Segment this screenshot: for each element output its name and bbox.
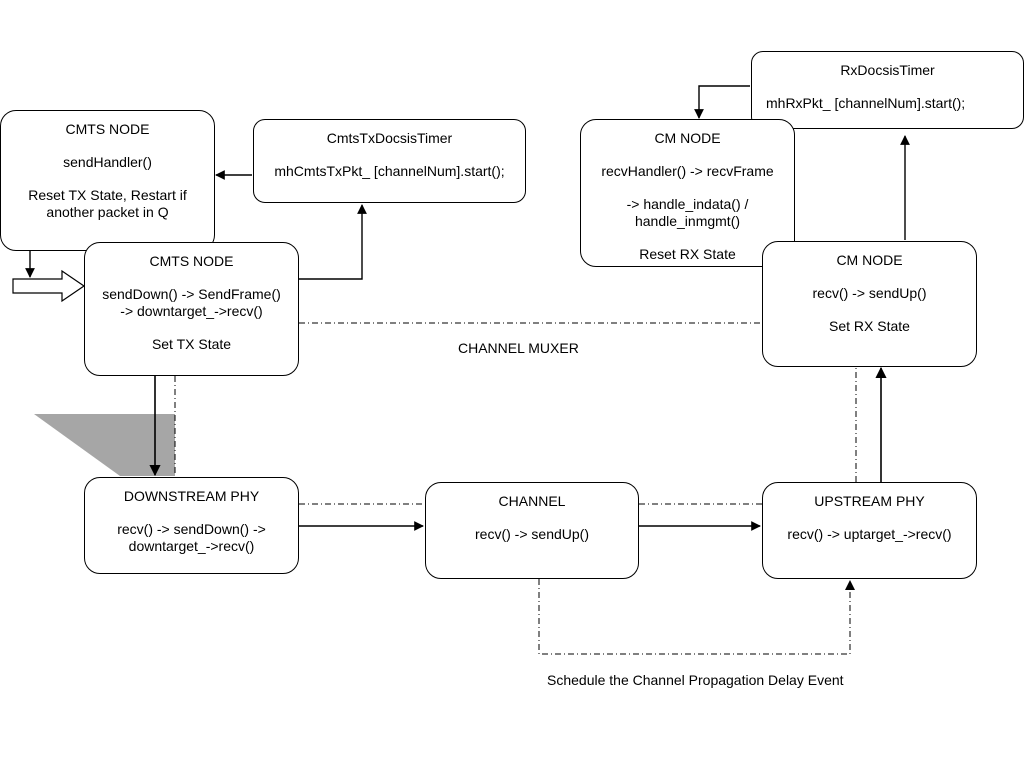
cm-node-main-line2: Set RX State [829,318,910,334]
cmts-node-main-line3: Set TX State [151,336,232,352]
shaded-wedge [34,414,175,476]
propagation-event-label: Schedule the Channel Propagation Delay E… [547,672,844,688]
cm-node-handler-line4: Reset RX State [639,246,736,262]
cmts-tx-timer-title: CmtsTxDocsisTimer [326,130,453,146]
propagation-arrowhead [845,580,855,590]
downstream-phy: DOWNSTREAM PHY recv() -> sendDown() -> d… [84,477,299,574]
cmts-node-main-line2: -> downtarget_->recv() [120,303,263,319]
upstream-phy-title: UPSTREAM PHY [814,493,925,509]
downstream-phy-title: DOWNSTREAM PHY [123,488,260,504]
rx-timer-title: RxDocsisTimer [840,62,935,78]
cm-node-main-line1: recv() -> sendUp() [812,285,927,301]
rx-docsis-timer: RxDocsisTimer mhRxPkt_ [channelNum].star… [751,51,1024,129]
input-arrow [12,269,86,303]
cmts-node-main-title: CMTS NODE [149,253,234,269]
downstream-phy-line2: downtarget_->recv() [128,538,255,554]
cm-node-main-title: CM NODE [836,252,903,268]
cmts-node-main: CMTS NODE sendDown() -> SendFrame() -> d… [84,242,299,376]
channel-line1: recv() -> sendUp() [475,526,589,542]
cmts-node-handler: CMTS NODE sendHandler() Reset TX State, … [0,110,215,251]
cmts-tx-timer-line1: mhCmtsTxPkt_ [channelNum].start(); [274,163,505,179]
cm-node-handler: CM NODE recvHandler() -> recvFrame -> ha… [580,119,795,267]
arrow-rx-timer-to-cm [694,85,750,119]
cm-node-handler-line3: handle_inmgmt() [634,213,741,229]
cm-node-handler-line1: recvHandler() -> recvFrame [601,163,774,179]
channel: CHANNEL recv() -> sendUp() [425,482,639,579]
rx-timer-line1: mhRxPkt_ [channelNum].start(); [766,95,966,111]
cmts-node-handler-title: CMTS NODE [65,121,150,137]
cmts-node-handler-line2: Reset TX State, Restart if another packe… [28,187,187,220]
cmts-tx-docsis-timer: CmtsTxDocsisTimer mhCmtsTxPkt_ [channelN… [253,119,526,203]
channel-title: CHANNEL [498,493,566,509]
arrow-cmts-to-tx-timer [299,204,367,280]
cm-node-handler-title: CM NODE [654,130,721,146]
upstream-phy-line1: recv() -> uptarget_->recv() [787,526,952,542]
cm-node-main: CM NODE recv() -> sendUp() Set RX State [762,241,977,367]
dashdot-propagation-loop [538,579,851,655]
downstream-phy-line1: recv() -> sendDown() -> [117,521,266,537]
channel-muxer-label: CHANNEL MUXER [458,340,579,356]
cmts-node-handler-line1: sendHandler() [63,154,152,170]
cm-node-handler-line2: -> handle_indata() / [626,196,749,212]
upstream-phy: UPSTREAM PHY recv() -> uptarget_->recv() [762,482,977,579]
cmts-node-main-line1: sendDown() -> SendFrame() [102,286,281,302]
